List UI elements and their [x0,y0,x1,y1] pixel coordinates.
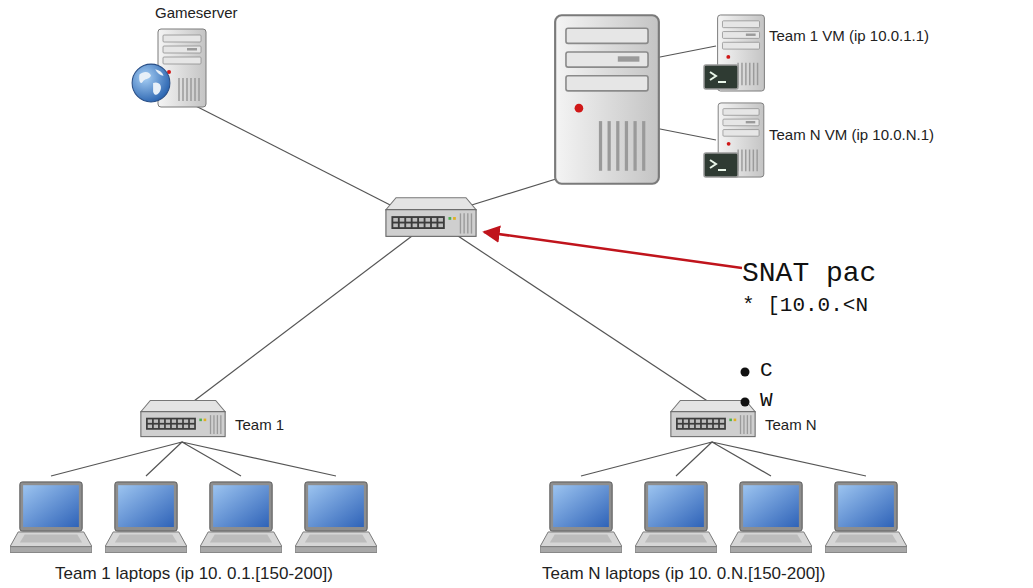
network-link [51,442,336,476]
vm-node: Team N VM (ip 10.0.N.1) [705,100,1025,178]
bullet-dot [741,368,750,377]
globe-icon [132,64,170,102]
laptop-group-node: Team 1 laptops (ip 10. 0.1.[150-200]) [4,476,384,586]
node-label: Team N laptops (ip 10. 0.N.[150-200]) [542,564,825,584]
laptop-icon [730,482,812,553]
gameserver-node: Gameserver [125,2,255,110]
node-label: Team 1 laptops (ip 10. 0.1.[150-200]) [55,564,333,584]
terminal-icon [704,153,738,177]
bullet-text: C [760,359,773,382]
bullet-dot [741,398,750,407]
team-switch-icon [671,401,755,437]
team-switch-icon [141,401,225,437]
laptop-icon [635,482,717,553]
terminal-icon [704,65,738,89]
callout-arrow [484,232,742,268]
laptop-icon [825,482,907,553]
laptop-icon [540,482,622,553]
annotation-text: * [10.0.<N [742,294,868,317]
team-switch-node: Team N [668,396,833,442]
laptop-icon [105,482,187,553]
laptop-icon [200,482,282,553]
laptop-group-node: Team N laptops (ip 10. 0.N.[150-200]) [488,476,880,586]
annotation-text: SNAT pac [742,258,876,289]
node-label: Team 1 [235,416,284,434]
node-label: Team N [765,416,817,434]
laptop-icon [10,482,92,553]
network-link [581,442,866,476]
central-switch-icon [386,198,476,237]
node-label: Team 1 VM (ip 10.0.1.1) [769,27,929,45]
host-server-icon [555,15,659,183]
node-label: Team N VM (ip 10.0.N.1) [769,126,934,144]
laptop-icon [295,482,377,553]
node-label: Gameserver [155,4,238,22]
team-switch-node: Team 1 [138,396,303,442]
vm-node: Team 1 VM (ip 10.0.1.1) [705,15,1025,93]
bullet-text: W [760,389,773,412]
